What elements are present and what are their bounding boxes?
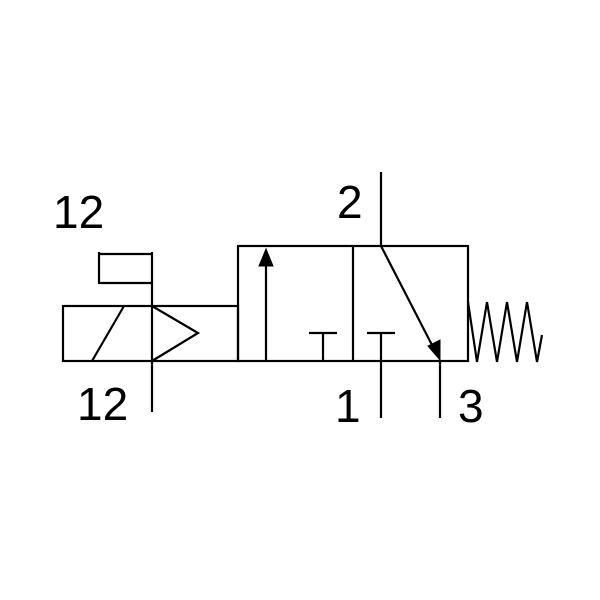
- spring-return: [466, 301, 544, 363]
- right-position-flow-arrow: [380, 245, 441, 362]
- manual-override-actuator: [97, 252, 152, 285]
- port-lines: [379, 172, 442, 418]
- port-label-12-bottom: 12: [77, 378, 128, 430]
- port-label-12-top: 12: [53, 186, 104, 238]
- port-label-2: 2: [337, 176, 363, 228]
- left-position-flow-arrow: [258, 247, 274, 361]
- left-position-blocked-port: [309, 331, 337, 361]
- port-label-1: 1: [335, 380, 361, 432]
- right-position-blocked-port: [367, 331, 395, 361]
- port-label-3: 3: [458, 380, 484, 432]
